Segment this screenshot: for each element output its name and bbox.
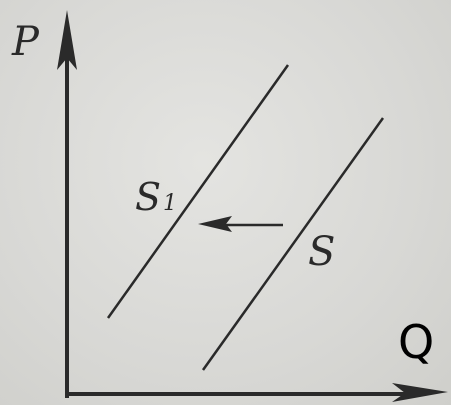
x-axis: [65, 383, 448, 402]
x-axis-arrowhead: [392, 383, 448, 402]
supply-curve-s1: [106, 64, 290, 319]
y-axis-arrowhead: [57, 10, 77, 70]
y-axis-label: P: [11, 19, 40, 65]
shift-arrow-head: [198, 216, 232, 232]
supply-curve-s: [201, 117, 385, 371]
shift-arrow: [198, 216, 283, 232]
curve-label-s1-subscript: 1: [163, 191, 177, 216]
curve-label-s1: S: [135, 175, 161, 219]
y-axis: [57, 10, 77, 398]
curve-label-s: S: [308, 229, 335, 275]
x-axis-label: Q: [398, 315, 434, 369]
